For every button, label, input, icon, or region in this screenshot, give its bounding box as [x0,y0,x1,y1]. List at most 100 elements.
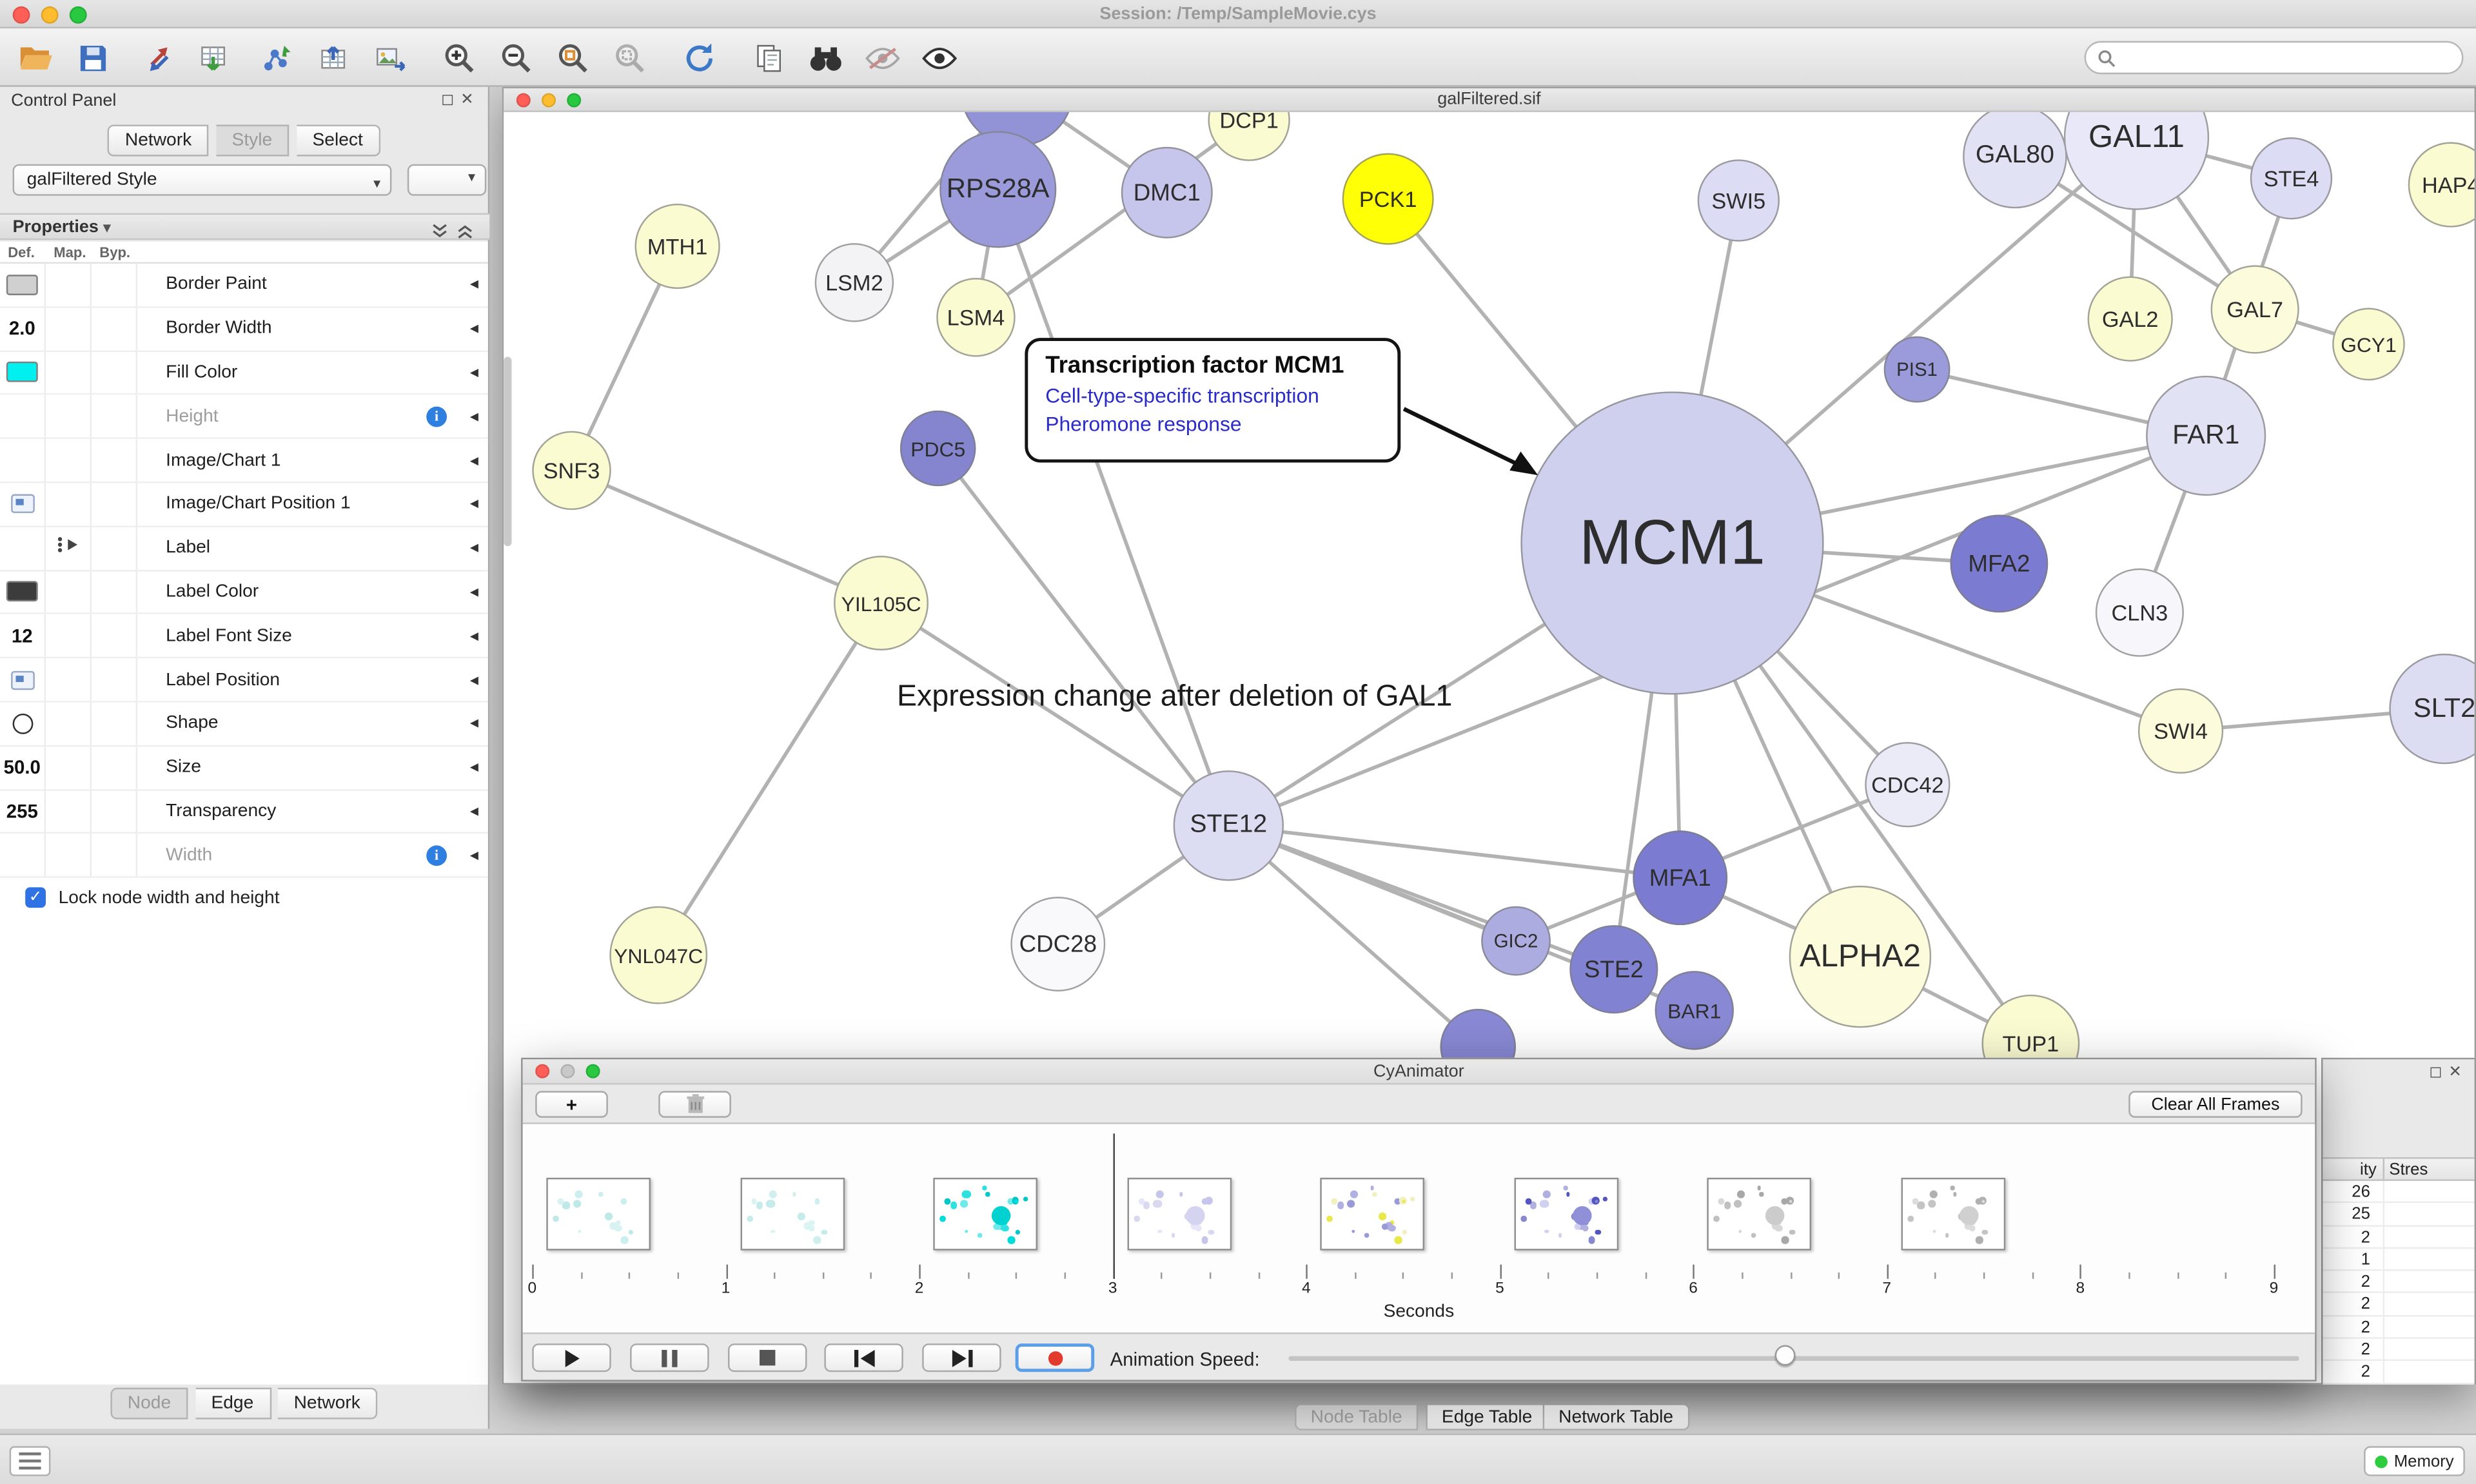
minimize-window-icon[interactable] [542,93,556,108]
property-bypass-cell[interactable] [92,746,138,789]
expand-arrow-icon[interactable]: ◀ [469,850,479,862]
network-node-mcm1[interactable]: MCM1 [1520,391,1824,695]
property-mapping-cell[interactable] [46,483,92,525]
frame-thumbnail-7[interactable] [1707,1177,1812,1251]
style-options-dropdown[interactable]: ▾ [407,164,487,196]
network-node-ste4[interactable]: STE4 [2250,137,2333,220]
property-bypass-cell[interactable] [92,571,138,614]
property-bypass-cell[interactable] [92,702,138,745]
property-bypass-cell[interactable] [92,439,138,482]
record-button[interactable] [1015,1343,1095,1372]
property-mapping-cell[interactable] [46,308,92,350]
property-default-cell[interactable] [0,527,46,570]
hide-selected-button[interactable] [859,36,906,81]
property-row[interactable]: Label Color◀ [0,571,488,615]
annotation-link-2[interactable]: Pheromone response [1045,412,1242,436]
property-default-cell[interactable]: 255 [0,790,46,833]
results-row[interactable]: 25 [2323,1203,2475,1226]
network-node-gal80[interactable]: GAL80 [1963,112,2067,209]
zoom-in-button[interactable] [436,36,483,81]
frame-thumbnail-5[interactable] [1320,1177,1425,1251]
property-bypass-cell[interactable] [92,790,138,833]
property-default-cell[interactable] [0,351,46,394]
network-node-pis1[interactable]: PIS1 [1883,336,1950,403]
collapse-all-icon[interactable] [431,219,449,248]
network-node-ynl047c[interactable]: YNL047C [609,906,708,1004]
zoom-selected-button[interactable] [606,36,653,81]
property-mapping-cell[interactable] [46,614,92,658]
zoom-window-icon[interactable] [69,5,87,23]
property-row[interactable]: Border Paint◀ [0,263,488,308]
frame-thumbnail-8[interactable] [1901,1177,2005,1251]
property-bypass-cell[interactable] [92,527,138,570]
memory-button[interactable]: Memory [2364,1446,2465,1476]
property-mapping-cell[interactable] [46,395,92,438]
property-mapping-cell[interactable] [46,351,92,394]
expand-arrow-icon[interactable]: ◀ [469,675,479,687]
tab-style[interactable]: Style [216,124,290,157]
network-node-lsm2[interactable]: LSM2 [814,243,894,322]
delete-frame-button[interactable] [658,1091,731,1118]
tab-edge-style[interactable]: Edge [195,1387,271,1420]
tab-network-table[interactable]: Network Table [1542,1403,1689,1430]
column-header-centrality[interactable]: ity [2360,1160,2377,1180]
show-panels-button[interactable] [9,1446,51,1476]
network-node-mfa1[interactable]: MFA1 [1633,830,1728,926]
close-window-icon[interactable] [516,93,531,108]
column-header-stress[interactable]: Stres [2389,1160,2428,1180]
annotation-arrow[interactable] [1388,396,1578,498]
tab-node-table[interactable]: Node Table [1295,1403,1419,1430]
frame-thumbnail-3[interactable] [933,1177,1038,1251]
play-button[interactable] [532,1343,611,1372]
property-bypass-cell[interactable] [92,308,138,350]
property-mapping-cell[interactable] [46,746,92,789]
expand-arrow-icon[interactable]: ◀ [469,806,479,818]
expand-arrow-icon[interactable]: ◀ [469,411,479,423]
property-default-cell[interactable] [0,263,46,306]
mcm1-annotation-box[interactable]: Transcription factor MCM1 Cell-type-spec… [1025,338,1401,463]
network-node-alpha2[interactable]: ALPHA2 [1789,885,1932,1028]
property-bypass-cell[interactable] [92,395,138,438]
tab-select[interactable]: Select [297,124,380,157]
property-mapping-cell[interactable] [46,834,92,877]
close-window-icon[interactable] [12,5,30,23]
network-node-pdc5[interactable]: PDC5 [899,410,976,487]
property-row[interactable]: Label◀ [0,527,488,571]
pause-button[interactable] [630,1343,709,1372]
network-node-gal2[interactable]: GAL2 [2087,276,2173,362]
close-panel-icon[interactable]: ✕ [460,92,480,109]
property-row[interactable]: Shape◀ [0,702,488,747]
property-mapping-cell[interactable] [46,527,92,570]
export-table-button[interactable] [310,36,357,81]
results-row[interactable]: 2 [2323,1361,2475,1384]
property-row[interactable]: Label Position◀ [0,658,488,703]
current-style-dropdown[interactable]: galFiltered Style▾ [12,164,392,196]
results-row[interactable]: 26 [2323,1180,2475,1204]
network-node-swi4[interactable]: SWI4 [2137,688,2224,774]
show-all-button[interactable] [916,36,963,81]
property-mapping-cell[interactable] [46,702,92,745]
close-window-icon[interactable] [535,1064,550,1079]
minimize-window-icon[interactable] [560,1064,575,1079]
expand-all-icon[interactable] [457,219,474,248]
property-row[interactable]: Image/Chart 1◀ [0,439,488,483]
network-node-far1[interactable]: FAR1 [2146,375,2266,496]
expand-arrow-icon[interactable]: ◀ [469,280,479,291]
zoom-window-icon[interactable] [567,93,582,108]
property-bypass-cell[interactable] [92,351,138,394]
import-table-button[interactable] [190,36,237,81]
network-node-dmc1[interactable]: DMC1 [1121,146,1213,239]
expand-arrow-icon[interactable]: ◀ [469,631,479,643]
network-node-pck1[interactable]: PCK1 [1342,153,1434,245]
property-row[interactable]: Fill Color◀ [0,351,488,396]
frame-thumbnail-2[interactable] [740,1177,845,1251]
results-row[interactable]: 2 [2323,1293,2475,1316]
network-node-snf3[interactable]: SNF3 [532,431,611,511]
first-neighbors-button[interactable] [802,36,849,81]
network-node-hap4[interactable]: HAP4 [2408,142,2475,228]
tab-node-style[interactable]: Node [110,1387,189,1420]
property-default-cell[interactable] [0,483,46,525]
